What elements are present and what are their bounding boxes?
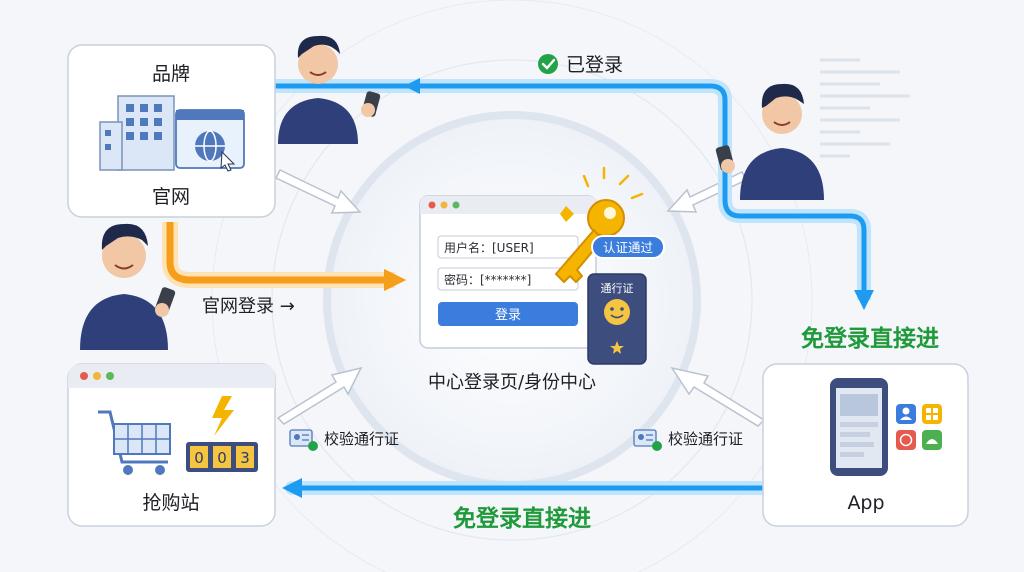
username-label: 用户名：[USER] [444, 240, 534, 255]
window-maximize-dot [452, 201, 460, 209]
login-button[interactable] [438, 302, 578, 326]
person-left [80, 223, 176, 350]
direct-entry-bottom: 免登录直接进 [453, 505, 591, 532]
arrow-app-bottom-to-center [670, 366, 766, 427]
pass-card-label: 通行证 [601, 282, 634, 295]
shop-title: 抢购站 [142, 492, 199, 514]
password-label: 密码：[*******] [444, 272, 531, 287]
browser-globe-icon [175, 109, 245, 172]
counter-digit-3: 3 [240, 449, 250, 467]
brand-card[interactable]: 品牌 官网 [67, 44, 276, 218]
person-top-left [278, 35, 381, 144]
lightning-icon [212, 396, 234, 436]
verify-label-left: 校验通行证 [289, 429, 399, 451]
shop-card[interactable]: 0 0 3 抢购站 [67, 363, 276, 527]
id-card-check-icon [289, 429, 318, 451]
check-circle-icon [538, 54, 558, 74]
arrow-app-to-center [666, 171, 748, 213]
pass-card: 通行证 [587, 273, 647, 365]
countdown-timer: 0 0 3 [186, 442, 258, 472]
brand-title-bottom: 官网 [152, 186, 190, 208]
star-icon [610, 341, 624, 354]
shop-close-dot [80, 372, 88, 380]
counter-digit-2: 0 [217, 449, 227, 467]
building-icon [99, 95, 175, 171]
arrow-brand-to-center [274, 169, 362, 214]
flow-site-login [162, 222, 407, 292]
verify-right-text: 校验通行证 [668, 430, 743, 448]
window-close-dot [428, 201, 436, 209]
login-button-label: 登录 [495, 308, 521, 323]
login-window: 用户名：[USER] 密码：[*******] 登录 [419, 195, 597, 349]
direct-entry-right: 免登录直接进 [801, 325, 939, 352]
window-minimize-dot [440, 201, 448, 209]
flow-to-app [718, 160, 874, 310]
shopping-cart-icon [98, 410, 171, 475]
shop-maximize-dot [106, 372, 114, 380]
counter-digit-1: 0 [194, 449, 204, 467]
id-card-check-icon [633, 429, 662, 451]
verified-badge-text: 认证通过 [603, 240, 654, 255]
app-tile-grid-icon [922, 404, 942, 424]
logged-in-text: 已登录 [566, 54, 623, 76]
brand-title-top: 品牌 [152, 63, 190, 85]
shop-minimize-dot [93, 372, 101, 380]
arrow-shop-to-center [276, 366, 363, 425]
logged-in-label: 已登录 [538, 54, 623, 76]
verified-badge: 认证通过 [591, 235, 665, 259]
site-login-text: 官网登录 → [202, 296, 295, 317]
app-tile-clock-icon [896, 430, 916, 450]
verify-label-right: 校验通行证 [633, 429, 743, 451]
smile-icon [604, 299, 630, 325]
flow-logged-in [252, 76, 732, 167]
app-title: App [847, 492, 884, 514]
person-right [715, 83, 824, 200]
center-title: 中心登录页/身份中心 [428, 372, 596, 393]
app-card[interactable]: App [762, 363, 969, 527]
phone-icon [830, 378, 888, 476]
verify-left-text: 校验通行证 [324, 430, 399, 448]
